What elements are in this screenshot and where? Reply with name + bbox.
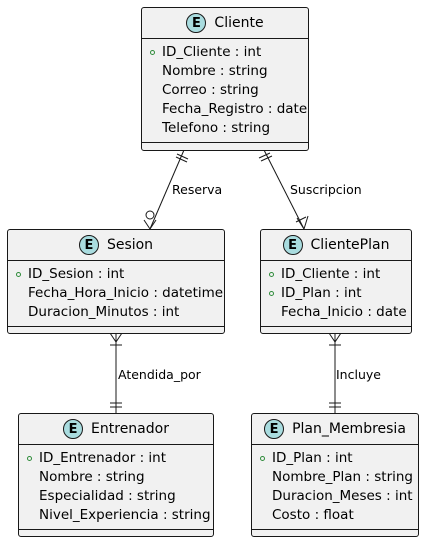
attribute-row: Fecha_Hora_Inicio : datetime — [16, 284, 224, 303]
attribute-row: Fecha_Inicio : date — [269, 303, 411, 322]
entity-footer — [252, 529, 418, 538]
attribute-row: ID_Cliente : int — [150, 43, 308, 62]
entity-header: E Entrenador — [19, 414, 213, 445]
entity-header: E Sesion — [8, 230, 224, 261]
attribute-row: Especialidad : string — [27, 487, 213, 506]
key-marker-icon — [16, 272, 28, 277]
entity-title: Sesion — [106, 237, 154, 253]
attribute-text: ID_Cliente : int — [281, 266, 381, 282]
entity-sesion[interactable]: E Sesion ID_Sesion : int Fecha_Hora_Inic… — [7, 229, 225, 334]
attribute-text: Fecha_Inicio : date — [281, 304, 407, 320]
reserva-zero-marker — [145, 210, 155, 220]
attribute-row: Correo : string — [150, 81, 308, 100]
entity-badge-icon: E — [264, 419, 285, 439]
relation-label-atendida-por: Atendida_por — [118, 367, 201, 382]
entity-header: E Plan_Membresia — [252, 414, 418, 445]
attribute-text: Especialidad : string — [39, 488, 176, 504]
attribute-row: Telefono : string — [150, 119, 308, 138]
attribute-row: ID_Plan : int — [260, 449, 418, 468]
attribute-row: Nombre : string — [27, 468, 213, 487]
attribute-list: ID_Cliente : int Nombre : string Correo … — [142, 39, 308, 142]
entity-title: ClientePlan — [310, 237, 390, 253]
attribute-list: ID_Sesion : int Fecha_Hora_Inicio : date… — [8, 261, 224, 326]
key-marker-icon — [269, 272, 281, 277]
attribute-text: Nivel_Experiencia : string — [39, 507, 211, 523]
attribute-text: ID_Entrenador : int — [39, 450, 167, 466]
attribute-list: ID_Plan : int Nombre_Plan : string Durac… — [252, 445, 418, 529]
entity-entrenador[interactable]: E Entrenador ID_Entrenador : int Nombre … — [18, 413, 214, 537]
attribute-text: Duracion_Meses : int — [272, 488, 413, 504]
key-marker-icon — [269, 291, 281, 296]
entity-title: Cliente — [214, 15, 264, 31]
key-marker-icon — [27, 456, 39, 461]
key-marker-icon — [150, 50, 162, 55]
attribute-list: ID_Cliente : int ID_Plan : int Fecha_Ini… — [261, 261, 411, 326]
attribute-text: ID_Sesion : int — [28, 266, 125, 282]
attribute-text: ID_Plan : int — [281, 285, 362, 301]
attribute-row: Nivel_Experiencia : string — [27, 506, 213, 525]
relation-label-suscripcion: Suscripcion — [290, 182, 362, 197]
attribute-row: Duracion_Meses : int — [260, 487, 418, 506]
entity-footer — [261, 326, 411, 335]
attribute-text: Costo : float — [272, 507, 354, 523]
entity-footer — [8, 326, 224, 335]
entity-title: Entrenador — [91, 421, 169, 437]
attribute-row: ID_Plan : int — [269, 284, 411, 303]
attribute-list: ID_Entrenador : int Nombre : string Espe… — [19, 445, 213, 529]
attribute-text: Telefono : string — [162, 120, 271, 136]
attribute-row: ID_Sesion : int — [16, 265, 224, 284]
entity-header: E Cliente — [142, 8, 308, 39]
attribute-row: Fecha_Registro : date — [150, 100, 308, 119]
entity-badge-icon: E — [282, 235, 303, 255]
entity-cliente-plan[interactable]: E ClientePlan ID_Cliente : int ID_Plan :… — [260, 229, 412, 334]
relation-label-incluye: Incluye — [336, 367, 381, 382]
attribute-text: Duracion_Minutos : int — [28, 304, 180, 320]
entity-badge-icon: E — [78, 235, 99, 255]
attribute-text: Nombre : string — [39, 469, 145, 485]
entity-title: Plan_Membresia — [292, 421, 406, 437]
reserva-line — [149, 149, 185, 230]
key-marker-icon — [260, 456, 272, 461]
attribute-row: Duracion_Minutos : int — [16, 303, 224, 322]
attribute-text: Correo : string — [162, 82, 259, 98]
attribute-row: ID_Entrenador : int — [27, 449, 213, 468]
attribute-text: Nombre : string — [162, 63, 268, 79]
attribute-row: Nombre : string — [150, 62, 308, 81]
attribute-text: Fecha_Hora_Inicio : datetime — [28, 285, 224, 301]
attribute-row: ID_Cliente : int — [269, 265, 411, 284]
relation-label-reserva: Reserva — [172, 182, 223, 197]
suscripcion-line — [263, 149, 305, 230]
attribute-row: Costo : float — [260, 506, 418, 525]
entity-footer — [142, 142, 308, 151]
attribute-text: Nombre_Plan : string — [272, 469, 413, 485]
attribute-text: ID_Plan : int — [272, 450, 353, 466]
attribute-row: Nombre_Plan : string — [260, 468, 418, 487]
entity-footer — [19, 529, 213, 538]
entity-badge-icon: E — [186, 13, 207, 33]
entity-plan-membresia[interactable]: E Plan_Membresia ID_Plan : int Nombre_Pl… — [251, 413, 419, 537]
entity-badge-icon: E — [63, 419, 84, 439]
entity-header: E ClientePlan — [261, 230, 411, 261]
attribute-text: Fecha_Registro : date — [162, 101, 308, 117]
entity-cliente[interactable]: E Cliente ID_Cliente : int Nombre : stri… — [141, 7, 309, 151]
attribute-text: ID_Cliente : int — [162, 44, 262, 60]
